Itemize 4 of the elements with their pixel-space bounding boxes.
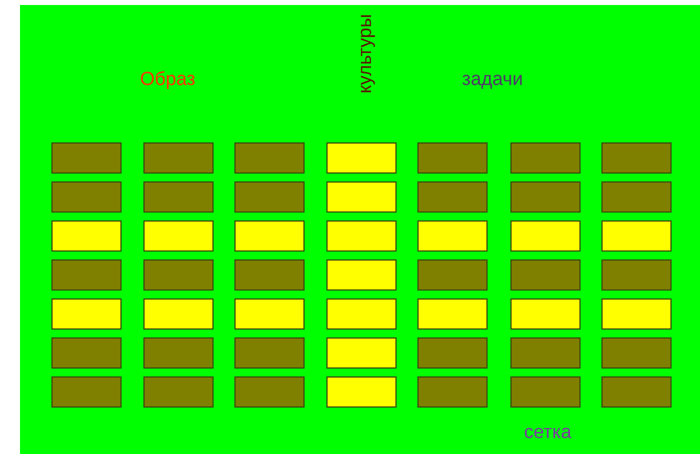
grid-caption: сетка [524, 423, 572, 442]
title-word: задачи [462, 70, 524, 89]
title-word: культуры [356, 14, 375, 94]
title-word: Образ [140, 70, 196, 89]
